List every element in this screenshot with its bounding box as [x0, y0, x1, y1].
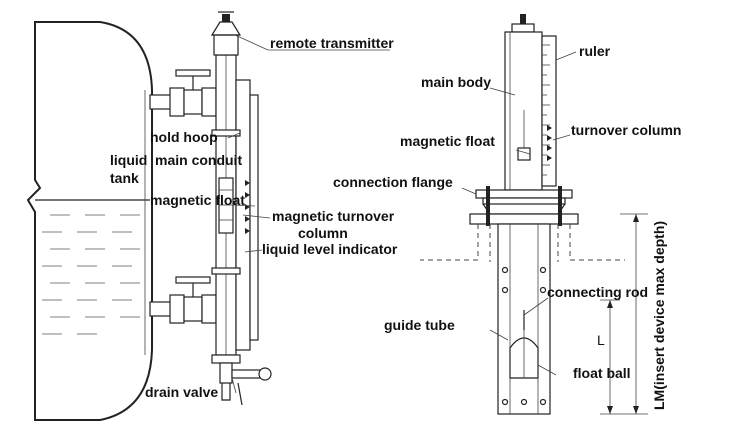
label-hold-hoop: hold hoop — [150, 129, 218, 145]
dimension-l — [600, 299, 620, 415]
label-column: column — [298, 225, 348, 241]
hold-hoop-lower — [211, 267, 241, 275]
label-magnetic-float-right: magnetic float — [400, 133, 495, 149]
label-turnover-column: turnover column — [571, 122, 681, 138]
liquid-tank — [26, 21, 153, 421]
transmitter-cap — [222, 14, 230, 22]
label-magnetic-turnover: magnetic turnover — [272, 208, 395, 224]
label-drain-valve: drain valve — [145, 384, 218, 400]
label-guide-tube: guide tube — [384, 317, 455, 333]
label-main-body: main body — [421, 74, 491, 90]
right-magnetic-float — [517, 147, 531, 161]
upper-valve-handle — [175, 69, 211, 77]
label-connection-flange: connection flange — [333, 174, 453, 190]
ruler-ticks — [542, 44, 550, 176]
left-level-gauge — [149, 11, 272, 406]
label-connecting-rod: connecting rod — [547, 284, 648, 300]
label-tank: tank — [110, 170, 139, 186]
label-float-ball: float ball — [573, 365, 631, 381]
label-dim-l: L — [597, 332, 605, 348]
label-ruler: ruler — [579, 43, 611, 59]
label-magnetic-float-left: magnetic float — [150, 192, 245, 208]
left-magnetic-float — [218, 177, 234, 234]
dimension-lm — [620, 213, 648, 415]
label-liquid-level-indicator: liquid level indicator — [262, 241, 398, 257]
label-liquid: liquid — [110, 152, 147, 168]
nozzle-right-dashed — [569, 224, 625, 261]
liquid-hatching — [42, 214, 140, 335]
lower-valve-handle — [175, 276, 211, 284]
transmitter-body — [213, 34, 239, 56]
leader-lines — [227, 34, 577, 394]
drain-valve-body — [219, 362, 233, 384]
top-cap — [511, 23, 535, 33]
connection-flange-top — [475, 189, 573, 199]
label-dim-lm: LM(insert device max depth) — [651, 221, 667, 410]
drain-valve-knob — [258, 367, 272, 381]
main-body-tube — [504, 31, 543, 191]
diagram-labels: remote transmitter ruler main body turno… — [110, 35, 681, 410]
right-insert-gauge — [420, 14, 648, 415]
ruler-scale — [541, 35, 557, 187]
label-remote-transmitter: remote transmitter — [270, 35, 394, 51]
right-turnover-markers — [547, 125, 552, 161]
indicator-ruler — [249, 94, 259, 341]
nozzle-left-dashed — [420, 224, 479, 261]
turnover-markers — [245, 180, 250, 234]
label-main-conduit: main conduit — [155, 152, 242, 168]
